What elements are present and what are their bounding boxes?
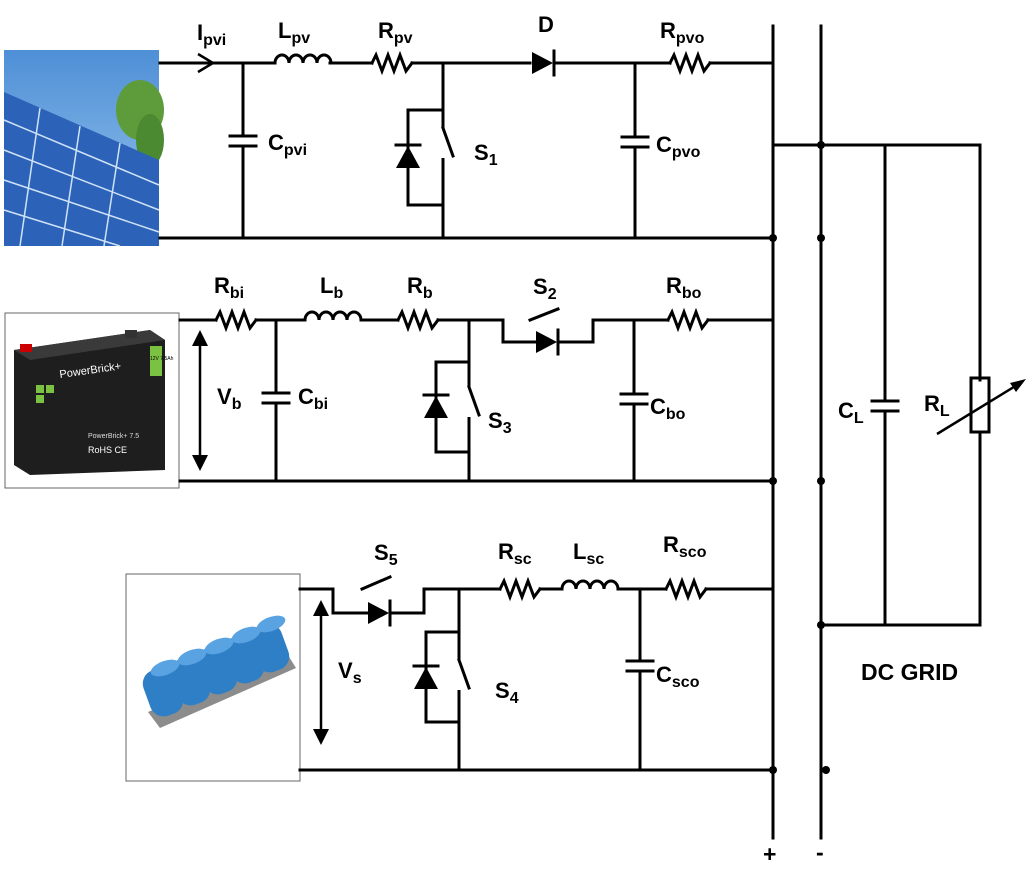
inductor-lpv [273,53,333,65]
label-rpv: Rpv [378,18,413,47]
resistor-rpvo [667,50,713,76]
label-cpvi: Cpvi [268,130,307,159]
label-rsco: Rsco [663,532,707,561]
supercapacitor-image [125,573,301,782]
battery-rating-text: 12V 7.5Ah [150,356,174,362]
battery-image: PowerBrick+ PowerBrick+ 7.5 RoHS CE 12V … [4,312,180,489]
label-minus-terminal: - [816,839,824,865]
switch-s1 [394,108,455,207]
resistor-rb [395,307,441,333]
label-rl: RL [924,391,950,420]
label-rb: Rb [407,273,433,302]
label-cbo: Cbo [650,394,686,423]
capacitor-cpvo [620,135,650,149]
label-dc-grid: DC GRID [861,659,958,685]
battery-marks-text: RoHS CE [88,445,127,455]
label-rpvo: Rpvo [660,18,705,47]
label-s3: S3 [488,408,512,437]
switch-s2 [501,307,595,356]
label-vs: Vs [338,658,362,687]
label-cl: CL [838,398,864,427]
label-s1: S1 [474,140,498,169]
label-rbi: Rbi [214,273,244,302]
voltage-arrow-vb [192,330,208,471]
label-plus-terminal: + [763,841,776,867]
capacitor-cl [870,399,900,413]
capacitor-csco [625,659,655,673]
dc-bus [771,24,982,840]
diode-d [532,49,556,77]
variable-resistor-rl [936,376,1026,436]
current-arrow-ipvi [197,52,216,74]
resistor-rsco [663,576,709,602]
label-cbi: Cbi [298,384,328,413]
switch-s3 [422,360,481,454]
pv-panel-image [3,50,164,247]
resistor-rsc [497,576,543,602]
label-rsc: Rsc [498,539,532,568]
resistor-rpv [369,50,415,76]
resistor-rbi [213,307,259,333]
voltage-arrow-vs [313,600,329,745]
battery-model-text: PowerBrick+ 7.5 [88,433,139,440]
label-lsc: Lsc [573,539,604,568]
capacitor-cbi [261,391,291,405]
label-s5: S5 [374,540,398,569]
label-rbo: Rbo [666,273,702,302]
label-s2: S2 [533,274,557,303]
label-ipvi: Ipvi [197,20,226,49]
capacitor-cpvi [228,134,258,148]
inductor-lb [303,310,363,322]
battery-circuit-wires [178,318,775,483]
label-d: D [538,12,554,37]
resistor-rbo [665,307,711,333]
switch-s4 [412,630,471,724]
labels: Ipvi Lpv Rpv D Rpvo Cpvi S1 Cpvo Rbi Lb … [197,12,958,867]
switch-s5 [331,575,426,627]
label-csco: Csco [656,662,700,691]
label-vb: Vb [217,384,242,413]
label-s4: S4 [495,678,519,707]
inductor-lsc [560,579,620,591]
capacitor-cbo [619,392,649,406]
pv-circuit-wires [158,61,775,240]
label-lpv: Lpv [278,18,310,47]
label-cpvo: Cpvo [656,132,701,161]
label-lb: Lb [320,273,343,302]
